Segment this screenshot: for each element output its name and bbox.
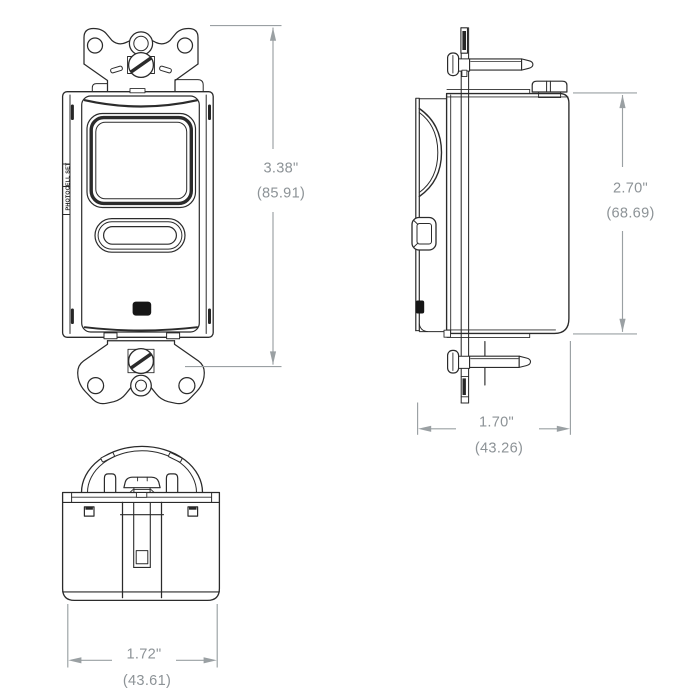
arrow-up-icon	[269, 27, 277, 41]
strap-slot	[110, 65, 123, 74]
strap-hole	[86, 37, 104, 54]
side-view	[411, 27, 570, 404]
dimension-inches: 1.70"	[479, 414, 514, 430]
bottom-dome-lens	[80, 445, 204, 494]
dimension-inches: 1.72"	[126, 646, 161, 662]
arrow-left-icon	[418, 425, 432, 432]
arrow-down-icon	[269, 351, 277, 365]
dimension-bottom-width: 1.72" (43.61)	[67, 604, 218, 689]
strap-slot	[462, 378, 466, 395]
front-top-mounting-strap	[83, 27, 204, 93]
strap-center-notch	[129, 88, 146, 94]
screw-head	[531, 80, 568, 93]
center-notch	[135, 492, 148, 498]
faceplate	[81, 95, 200, 333]
dome-clip	[168, 452, 183, 463]
ir-window-profile	[415, 300, 425, 314]
bottom-tab	[103, 332, 118, 340]
side-device-body	[445, 92, 570, 335]
side-clip-slot	[70, 104, 74, 120]
dimension-side-depth: 1.70" (43.26)	[417, 341, 571, 456]
channel-slot	[135, 550, 149, 565]
dimension-front-height: 3.38" (85.91)	[185, 25, 305, 368]
arrow-down-icon	[619, 318, 626, 332]
screw-slot	[130, 353, 152, 369]
dimension-mm: (43.26)	[475, 440, 523, 456]
ir-window	[132, 301, 152, 316]
strap-center-boss	[128, 31, 154, 56]
strap-hole	[86, 376, 105, 395]
arrow-right-icon	[203, 657, 217, 664]
bottom-view	[61, 445, 221, 602]
screw-slot	[130, 57, 152, 74]
strap-center-boss	[130, 374, 152, 397]
front-device-body: PHOTOCELL SET	[61, 88, 214, 340]
dimension-mm: (68.69)	[606, 206, 654, 222]
button-profile	[411, 216, 437, 251]
device-outline	[61, 491, 221, 602]
pill-button	[94, 218, 186, 253]
dimension-inches: 2.70"	[613, 181, 648, 197]
bottom-device-body	[61, 491, 221, 602]
arrow-left-icon	[68, 657, 82, 664]
bottom-tab	[166, 332, 181, 340]
side-clip-slot	[208, 308, 211, 324]
front-bottom-mounting-strap	[77, 340, 205, 405]
side-clip-slot	[208, 104, 211, 120]
screw-shaft	[469, 58, 523, 71]
dimension-side-height: 2.70" (68.69)	[573, 92, 654, 335]
screw-tip	[521, 58, 534, 71]
side-wall-screw-bottom	[447, 349, 532, 374]
device-outline	[445, 92, 570, 335]
mounting-hole	[83, 506, 95, 517]
lens-profile	[418, 107, 443, 198]
arrow-right-icon	[556, 425, 570, 432]
screw-shaft	[469, 355, 520, 368]
photocell-set-label: PHOTOCELL SET	[65, 162, 71, 210]
front-view: PHOTOCELL SET	[61, 27, 214, 405]
dimension-mm: (43.61)	[123, 673, 171, 689]
side-mounting-strap	[446, 27, 531, 404]
dimension-inches: 3.38"	[263, 161, 298, 177]
alignment-post	[103, 473, 117, 493]
dome-clip	[100, 452, 115, 463]
strap-hole	[178, 376, 196, 395]
dimension-mm: (85.91)	[257, 186, 305, 202]
strap-slot	[159, 65, 172, 74]
bottom-center-screw	[123, 476, 161, 493]
side-clip-slot	[70, 308, 74, 324]
lens-window	[86, 112, 197, 209]
screw-tip	[518, 355, 532, 368]
side-faceplate-edge	[411, 97, 451, 338]
mounting-hole	[187, 506, 199, 517]
side-wall-screw-top	[447, 52, 534, 78]
strap-hole	[176, 37, 194, 54]
side-captive-screw-top-right	[531, 80, 568, 99]
alignment-post	[165, 473, 179, 493]
arrow-up-icon	[619, 94, 626, 109]
